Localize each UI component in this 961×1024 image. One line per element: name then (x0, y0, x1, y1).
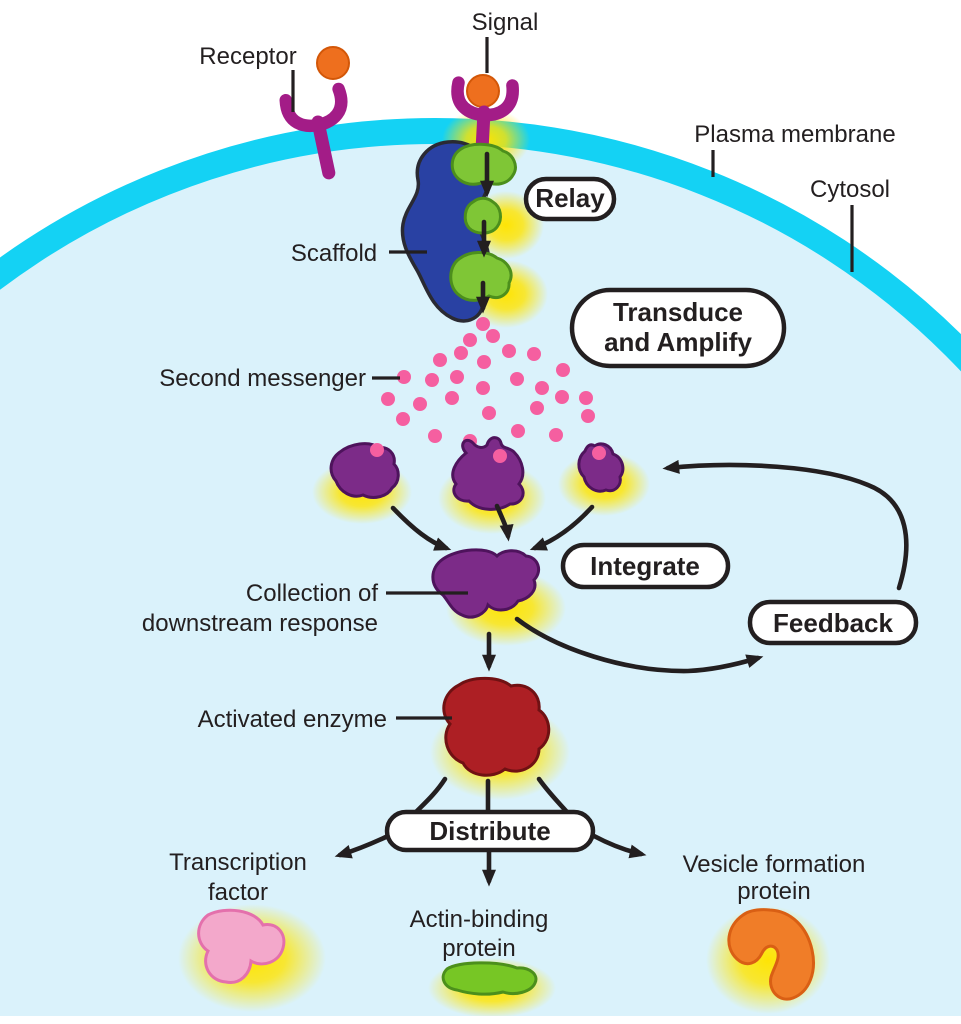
receptor-unbound (279, 82, 348, 180)
second-messenger-dot (454, 346, 468, 360)
scaffold-label: Scaffold (291, 240, 377, 267)
second-messenger-dot (527, 347, 541, 361)
second-messenger-dot (477, 355, 491, 369)
signal-label: Signal (472, 9, 539, 36)
pill-distribute-label: Distribute (429, 816, 550, 846)
pill-transduce-label-line1: Transduce (613, 297, 743, 327)
second-messenger-dot (579, 391, 593, 405)
second-messenger-dot (581, 409, 595, 423)
second-messenger-dot (450, 370, 464, 384)
integrate-arrow-right (529, 504, 595, 551)
second-messenger-dot (493, 449, 507, 463)
distribute-stem-right (536, 776, 570, 815)
distribute-arrow-left (334, 833, 391, 859)
pill-integrate-shape (560, 542, 731, 590)
pill-distribute-shape (384, 809, 596, 853)
second-messenger-dot (510, 372, 524, 386)
signal-ligand-free (316, 46, 350, 80)
second-messenger-dots (381, 317, 595, 448)
pill-transduce: Transduce and Amplify (569, 287, 787, 369)
second-messenger-dot (555, 390, 569, 404)
vesicle-formation-protein-blob (727, 908, 815, 1001)
pill-distribute: Distribute (384, 809, 596, 853)
second-messenger-dot (592, 446, 606, 460)
second-messenger-dot (397, 370, 411, 384)
collection-protein-blob (431, 548, 541, 619)
feedback-return-arrow (662, 459, 909, 591)
second-messenger-dot (428, 429, 442, 443)
second-messenger-dot (530, 401, 544, 415)
vesicle-label-line1: Vesicle formation (683, 851, 866, 878)
second-messenger-label: Second messenger (159, 365, 366, 392)
integrate-arrow-center (494, 503, 514, 542)
pill-integrate-label: Integrate (590, 551, 700, 581)
transcription-factor-label-line2: factor (208, 879, 268, 906)
pill-relay: Relay (523, 176, 617, 222)
transcription-factor-label-line1: Transcription (169, 849, 307, 876)
second-messenger-dot (549, 428, 563, 442)
second-messenger-dot (381, 392, 395, 406)
actin-label-line1: Actin-binding (410, 906, 549, 933)
pill-transduce-label-line2: and Amplify (604, 327, 752, 357)
feedback-out-arrow (514, 616, 764, 674)
pill-integrate: Integrate (560, 542, 731, 590)
pill-feedback-label: Feedback (773, 608, 893, 638)
relay-protein-1 (450, 142, 517, 186)
integrate-arrow-left (390, 505, 452, 551)
distribute-arrow-right (591, 833, 647, 859)
pill-relay-shape (523, 176, 617, 222)
activated-enzyme-blob (442, 676, 551, 777)
second-messenger-dot (370, 443, 384, 457)
second-messenger-dot (413, 397, 427, 411)
second-messenger-dot (535, 381, 549, 395)
kinase-right (577, 442, 625, 493)
second-messenger-dot (556, 363, 570, 377)
second-messenger-dot (486, 329, 500, 343)
vesicle-label-line2: protein (737, 878, 810, 905)
pill-relay-label: Relay (535, 183, 605, 213)
second-messenger-dot (502, 344, 516, 358)
kinase-left (329, 442, 400, 499)
relay-protein-2 (463, 196, 502, 235)
transcription-factor-blob (197, 908, 286, 984)
collection-label-line2: downstream response (142, 610, 378, 637)
second-messenger-dot (476, 317, 490, 331)
second-messenger-dot (425, 373, 439, 387)
activated-enzyme-label: Activated enzyme (198, 706, 387, 733)
second-messenger-dot (433, 353, 447, 367)
pill-feedback: Feedback (747, 599, 919, 646)
second-messenger-dot (396, 412, 410, 426)
actin-binding-protein-blob (441, 961, 538, 996)
second-messenger-dot (511, 424, 525, 438)
second-messenger-dot (482, 406, 496, 420)
distribute-stem-left (413, 776, 448, 815)
second-messenger-dot (445, 391, 459, 405)
pill-feedback-shape (747, 599, 919, 646)
bound-messenger-dots (370, 443, 606, 463)
plasma-membrane-label: Plasma membrane (694, 121, 895, 148)
second-messenger-dot (476, 381, 490, 395)
second-messenger-dot (463, 333, 477, 347)
pill-transduce-shape (569, 287, 787, 369)
actin-label-line2: protein (442, 935, 515, 962)
signal-ligand-bound (466, 74, 500, 108)
collection-label-line1: Collection of (246, 580, 378, 607)
cytosol-label: Cytosol (810, 176, 890, 203)
receptor-label: Receptor (199, 43, 296, 70)
relay-protein-3 (449, 251, 513, 302)
